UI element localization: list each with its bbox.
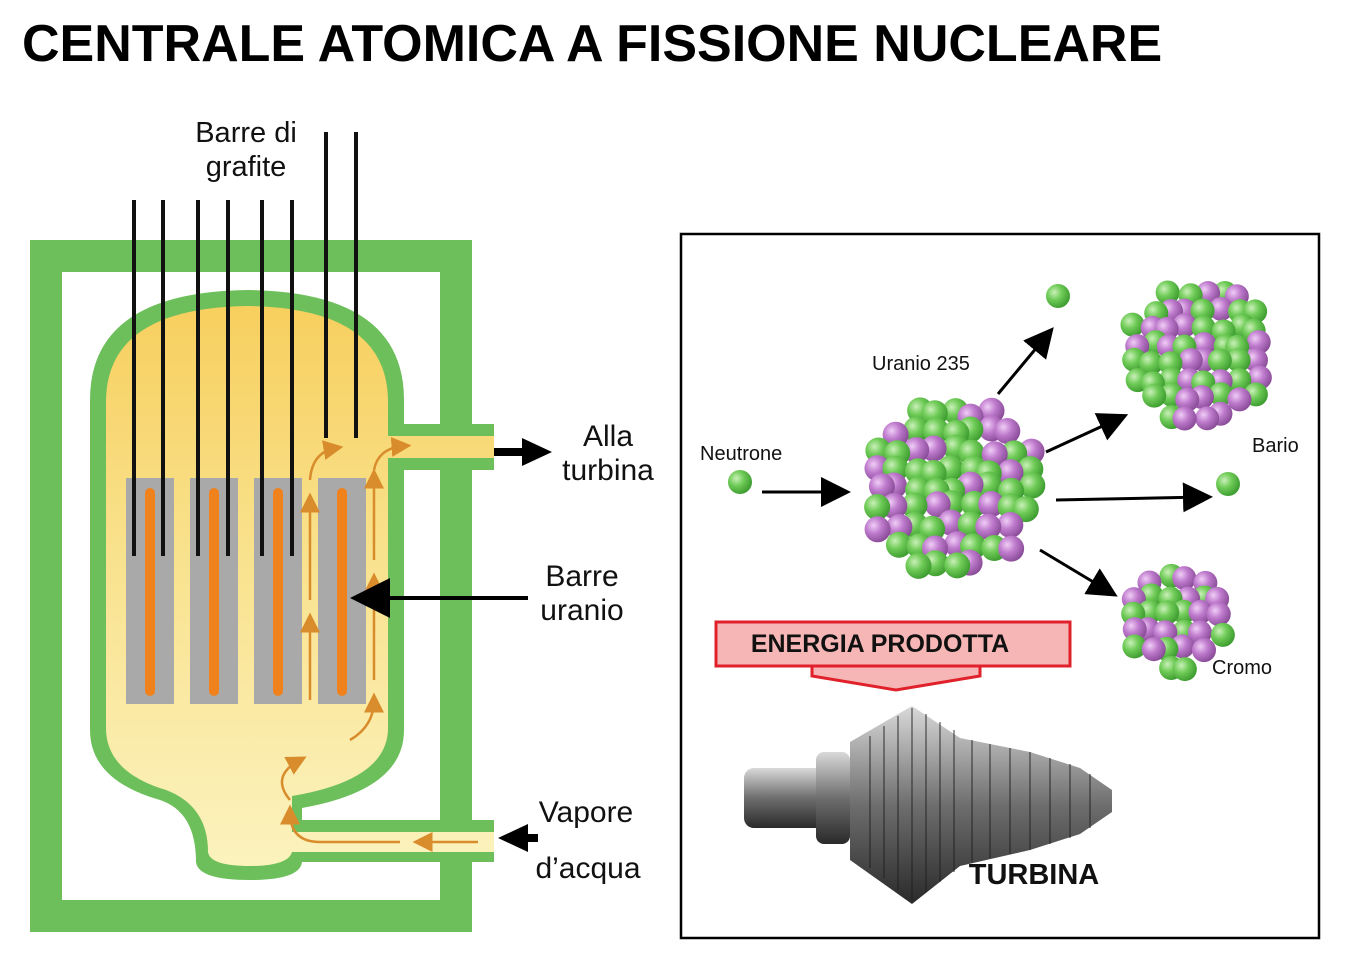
- fission-panel: Neutrone Uranio 235 Bario Cromo ENERGIA …: [681, 234, 1319, 938]
- neutron-ball: [728, 470, 752, 494]
- turbine-out-label-line2: turbina: [562, 454, 654, 487]
- uranium-nucleon: [906, 553, 932, 579]
- uranium-nucleon: [994, 418, 1020, 444]
- chromium-label: Cromo: [1212, 657, 1272, 679]
- turbine-out-label-line1: Alla: [583, 420, 633, 453]
- reactor-diagram: Barre di grafite Alla turbina Barre uran…: [30, 117, 654, 932]
- chromium-nucleon: [1207, 602, 1231, 626]
- steam-label-line1: Vapore: [539, 796, 634, 829]
- uranium-235-label: Uranio 235: [872, 353, 970, 375]
- uranium-nucleon: [997, 512, 1023, 538]
- uranium-rods-label-line1: Barre: [545, 560, 618, 593]
- uranium-nucleon: [944, 552, 970, 578]
- uranium-nucleon: [864, 494, 890, 520]
- energy-banner-label: ENERGIA PRODOTTA: [751, 630, 1009, 658]
- barium-nucleon: [1120, 313, 1144, 337]
- uranium-rod: [273, 488, 283, 696]
- uranium-rod: [337, 488, 347, 696]
- uranium-rod: [209, 488, 219, 696]
- chromium-nucleon: [1173, 657, 1197, 681]
- chromium-nucleon: [1142, 637, 1166, 661]
- graphite-rods-label-line2: grafite: [206, 151, 287, 183]
- uranium-rods-label-line2: uranio: [540, 594, 623, 627]
- barium-nucleon: [1208, 348, 1232, 372]
- neutron-label: Neutrone: [700, 443, 782, 465]
- barium-label: Bario: [1252, 435, 1299, 457]
- chromium-nucleon: [1172, 566, 1196, 590]
- graphite-rods-label-line1: Barre di: [195, 117, 297, 149]
- chromium-nucleon: [1211, 623, 1235, 647]
- arrow-left-icon: [498, 824, 528, 852]
- barium-nucleon: [1173, 407, 1197, 431]
- barium-nucleon: [1142, 384, 1166, 408]
- released-neutron-ball: [1046, 284, 1070, 308]
- arrow-right-icon: [522, 438, 552, 466]
- barium-nucleon: [1195, 406, 1219, 430]
- released-neutron-ball: [1216, 472, 1240, 496]
- steam-label-line2: d’acqua: [535, 852, 640, 885]
- uranium-nucleon: [998, 536, 1024, 562]
- barium-nucleon: [1227, 387, 1251, 411]
- turbine-label: TURBINA: [969, 859, 1100, 891]
- uranium-nucleon: [865, 516, 891, 542]
- uranium-rod: [145, 488, 155, 696]
